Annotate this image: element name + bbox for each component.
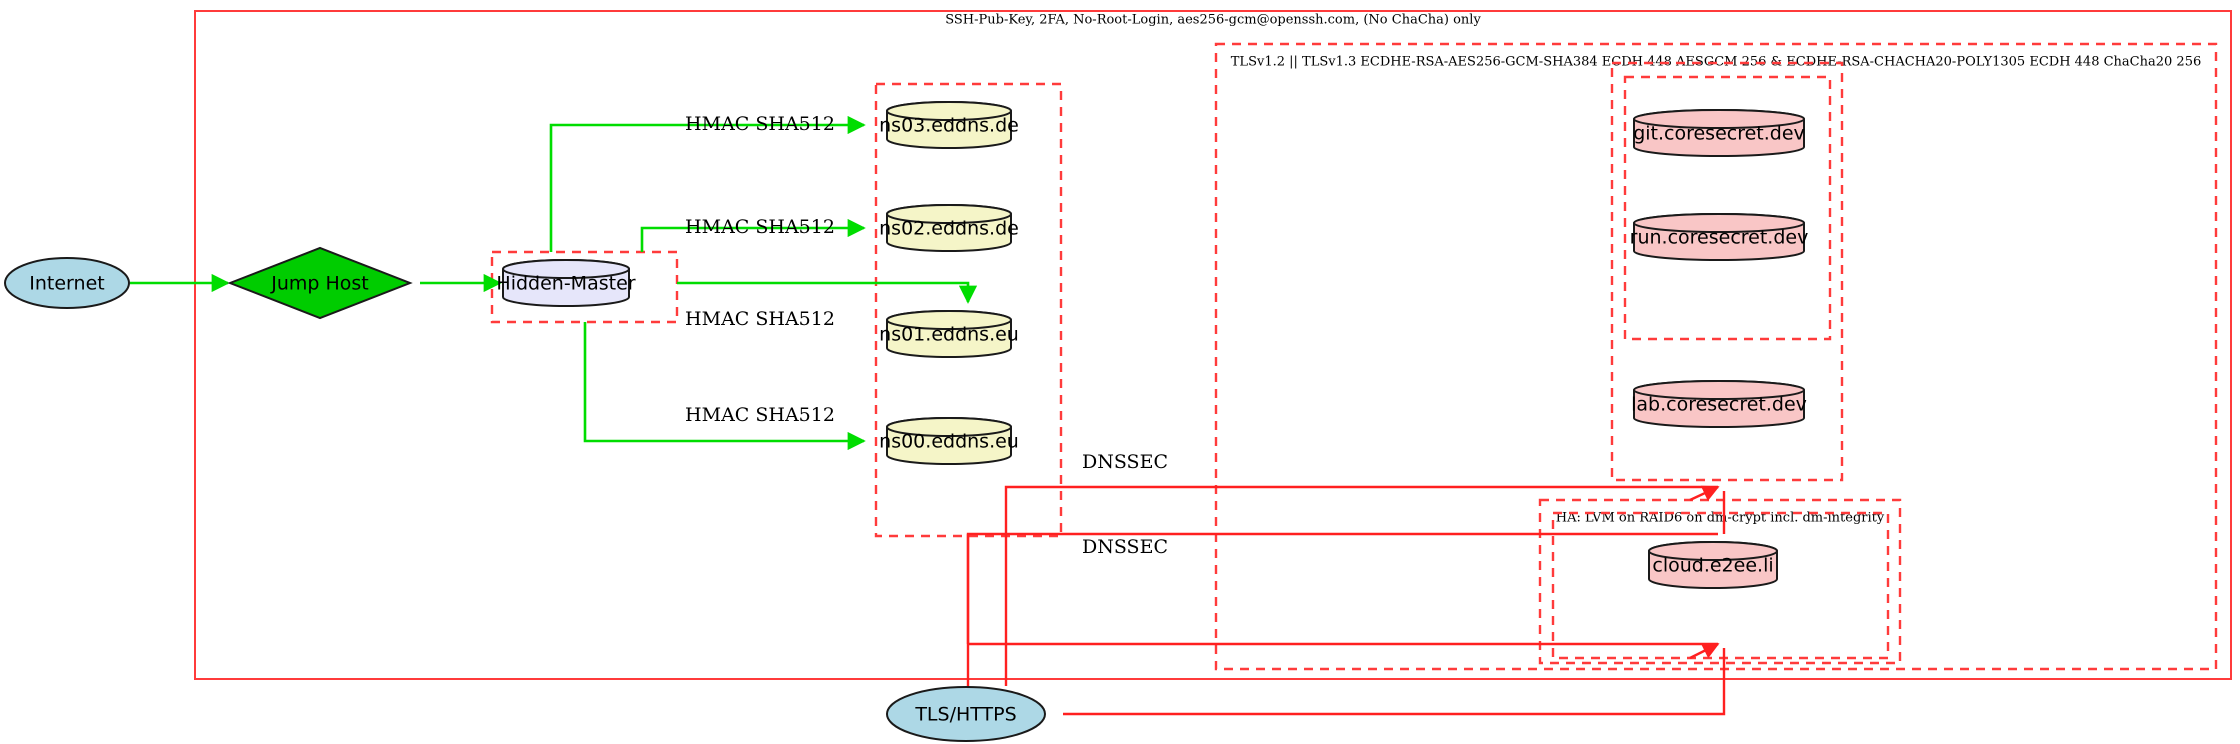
node-ns00[interactable]: ns00.eddns.eu <box>879 417 1019 465</box>
node-internet[interactable]: Internet <box>4 257 130 309</box>
node-ns02-top <box>886 204 1012 224</box>
node-ns01-top <box>886 310 1012 330</box>
node-git-coresecret-label: git.coresecret.dev <box>1633 123 1805 145</box>
node-git-coresecret[interactable]: git.coresecret.dev <box>1633 109 1805 157</box>
edge-arrowhead-coresecret <box>1689 485 1720 502</box>
cluster-ha-boundary-rect <box>1538 498 1902 665</box>
node-ns02[interactable]: ns02.eddns.de <box>879 204 1019 252</box>
node-hidden-master-label: Hidden-Master <box>496 273 635 295</box>
edge-label-hmac-ns02: HMAC SHA512 <box>685 216 835 238</box>
edge-hiddenmaster-to-ns00 <box>583 322 866 451</box>
node-ns02-label: ns02.eddns.de <box>879 218 1019 240</box>
node-internet-label: Internet <box>29 273 104 295</box>
edge-label-hmac-ns03: HMAC SHA512 <box>685 113 835 135</box>
edge-hiddenmaster-to-ns02 <box>640 218 866 252</box>
node-tls-https-shape[interactable] <box>886 686 1046 742</box>
edge-tls-right-wrap <box>1063 648 1726 716</box>
edge-label-hmac-ns00: HMAC SHA512 <box>685 404 835 426</box>
node-ns01[interactable]: ns01.eddns.eu <box>879 310 1019 358</box>
cluster-coresecret-inner-boundary <box>1623 75 1832 341</box>
node-cloud-e2ee-top <box>1648 541 1778 561</box>
cluster-coresecret-boundary <box>1610 61 1844 482</box>
node-hidden-master[interactable]: Hidden-Master <box>496 259 636 307</box>
cluster-ssh-boundary: SSH-Pub-Key, 2FA, No-Root-Login, aes256-… <box>194 10 2232 680</box>
node-lab-coresecret[interactable]: lab.coresecret.dev <box>1631 380 1807 428</box>
cluster-ha-boundary: HA: LVM on RAID6 on dm-crypt incl. dm-in… <box>1538 498 1902 665</box>
edge-label-dnssec-upper: DNSSEC <box>1082 451 1168 473</box>
cluster-ssh-boundary-label: SSH-Pub-Key, 2FA, No-Root-Login, aes256-… <box>945 13 1481 28</box>
cluster-cloud-boundary <box>1551 511 1890 660</box>
node-lab-coresecret-label: lab.coresecret.dev <box>1631 394 1807 416</box>
node-ns03-top <box>886 101 1012 121</box>
edge-tls-riser-lower <box>966 532 1718 710</box>
node-tls-https-label: TLS/HTTPS <box>914 704 1016 726</box>
cluster-dns-boundary <box>874 82 1063 538</box>
edge-label-dnssec-lower: DNSSEC <box>1082 536 1168 558</box>
node-run-coresecret[interactable]: run.coresecret.dev <box>1630 213 1809 261</box>
edge-tls-to-coresecret-upper <box>1004 485 1718 686</box>
node-lab-coresecret-top <box>1633 380 1805 400</box>
node-jump-host[interactable]: Jump Host <box>227 246 413 320</box>
node-git-coresecret-top <box>1633 109 1805 129</box>
cluster-tls-boundary-rect <box>1214 42 2218 671</box>
node-tls-https[interactable]: TLS/HTTPS <box>886 686 1046 742</box>
node-cloud-e2ee-label: cloud.e2ee.li <box>1652 555 1773 577</box>
cluster-ssh-boundary-rect <box>194 10 2232 680</box>
edge-label-hmac-ns01: HMAC SHA512 <box>685 308 835 330</box>
cluster-ha-boundary-label: HA: LVM on RAID6 on dm-crypt incl. dm-in… <box>1556 511 1885 526</box>
node-ns03[interactable]: ns03.eddns.de <box>879 101 1019 149</box>
node-ns01-label: ns01.eddns.eu <box>879 324 1019 346</box>
node-ns03-label: ns03.eddns.de <box>879 115 1019 137</box>
node-ns00-top <box>886 417 1012 437</box>
node-internet-shape[interactable] <box>4 257 130 309</box>
node-jump-host-label: Jump Host <box>270 273 369 295</box>
node-run-coresecret-top <box>1633 213 1805 233</box>
node-ns00-label: ns00.eddns.eu <box>879 431 1019 453</box>
edge-arrowhead-cloud <box>1689 642 1720 660</box>
node-run-coresecret-label: run.coresecret.dev <box>1630 227 1809 249</box>
node-hidden-master-top <box>502 259 630 279</box>
edge-hiddenmaster-to-ns03 <box>549 115 866 252</box>
node-jump-host-shape[interactable] <box>227 246 413 320</box>
node-cloud-e2ee[interactable]: cloud.e2ee.li <box>1648 541 1778 589</box>
edge-hiddenmaster-to-ns01 <box>677 281 978 304</box>
